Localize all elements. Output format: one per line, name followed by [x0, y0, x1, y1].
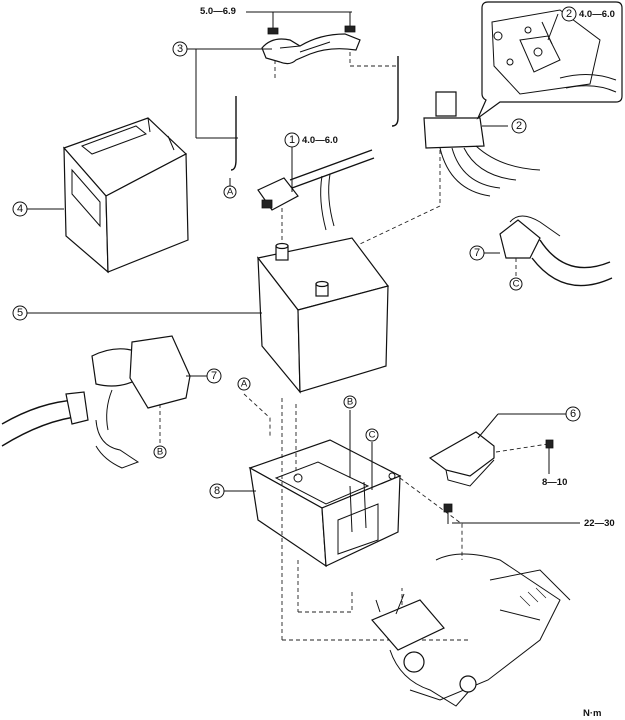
callout-2-label: 2: [516, 120, 522, 132]
ref-a-top: A: [223, 185, 237, 199]
torque-bolt-6: 8—10: [542, 477, 567, 488]
torque-top-nut: 5.0—6.9: [200, 6, 236, 17]
battery: [256, 237, 390, 394]
callout-7-left: 7: [206, 368, 222, 384]
ref-b-tray-label: B: [347, 397, 353, 408]
ref-b-left-label: B: [157, 447, 163, 458]
callout-6-label: 6: [570, 408, 576, 420]
terminal-detail-inset: [476, 1, 623, 120]
callout-5: 5: [12, 305, 28, 321]
callout-7-right: 7: [469, 245, 485, 261]
callout-8-label: 8: [214, 485, 220, 497]
torque-terminal-1: 4.0—6.0: [302, 135, 338, 146]
callout-2: 2: [511, 118, 527, 134]
torque-unit: N·m: [583, 708, 601, 719]
hold-down-clamp: [230, 11, 399, 171]
callout-2-inset: 2: [561, 6, 577, 22]
callout-7-left-label: 7: [211, 370, 217, 382]
ref-a-tray: A: [237, 377, 251, 391]
positive-cable-assembly-left: [1, 335, 191, 469]
positive-cable-assembly-right: [499, 215, 613, 287]
ref-b-left: B: [153, 445, 167, 459]
negative-battery-cable: [257, 149, 375, 240]
battery-cover: [62, 117, 189, 274]
leader-lines: [27, 13, 580, 524]
ref-c-tray-label: C: [369, 430, 376, 441]
callout-2-inset-label: 2: [566, 8, 572, 20]
callout-5-label: 5: [17, 307, 23, 319]
callout-3-label: 3: [177, 43, 183, 55]
callout-1: 1: [284, 132, 300, 148]
torque-bolt-8: 22—30: [584, 518, 615, 529]
ref-c-right-label: C: [513, 279, 520, 290]
ref-c-tray: C: [365, 428, 379, 442]
tray-bolt: [443, 503, 453, 524]
callout-7-right-label: 7: [474, 247, 480, 259]
ref-a-top-label: A: [227, 187, 234, 198]
battery-tray: [243, 393, 470, 641]
positive-terminal-fuse-block: [321, 91, 541, 263]
ref-a-tray-label: A: [241, 379, 248, 390]
battery-bracket: [428, 431, 554, 487]
callout-6: 6: [565, 406, 581, 422]
torque-terminal-2: 4.0—6.0: [579, 9, 615, 20]
callout-8: 8: [209, 483, 225, 499]
ref-b-tray: B: [343, 395, 357, 409]
callout-4: 4: [12, 201, 28, 217]
callout-3: 3: [172, 41, 188, 57]
callout-4-label: 4: [17, 203, 23, 215]
callout-1-label: 1: [289, 134, 295, 146]
vehicle-mounting-assembly: [371, 553, 571, 707]
ref-c-right: C: [509, 277, 523, 291]
